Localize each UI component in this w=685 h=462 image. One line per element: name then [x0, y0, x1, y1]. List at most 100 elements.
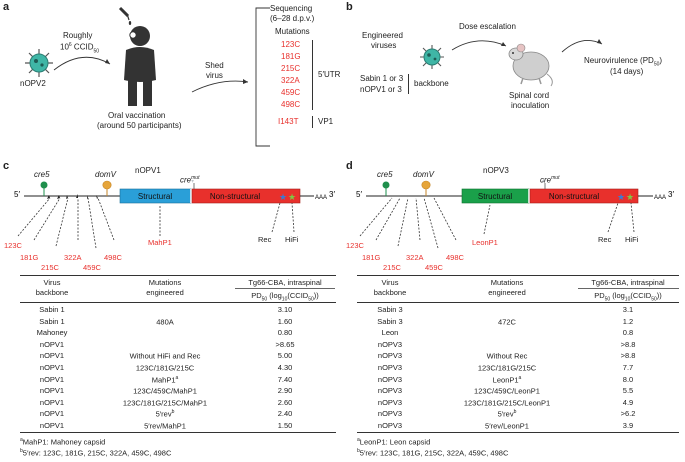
cell-backbone: nOPV3: [377, 409, 403, 419]
cell-pd50: 0.8: [622, 328, 634, 338]
cell-backbone: nOPV1: [39, 397, 65, 407]
svg-text:5′: 5′: [356, 190, 362, 199]
cell-mutation: 123C/181G/215C: [135, 363, 195, 373]
virus-name: nOPV2: [20, 79, 46, 88]
genome-title: nOPV1: [135, 166, 161, 175]
cell-backbone: Sabin 3: [377, 316, 403, 326]
svg-text:3′: 3′: [668, 190, 674, 199]
dose-escalation: Dose escalation: [459, 22, 516, 31]
col-mutations-header-1: Mutations: [490, 278, 524, 287]
cell-backbone: nOPV3: [377, 339, 403, 349]
neuro-line2: (14 days): [610, 67, 644, 76]
domv-label: domV: [413, 170, 434, 179]
cremut-label: cremut: [180, 175, 200, 185]
cremut-marker: ♆: [190, 180, 195, 185]
cell-backbone: nOPV1: [39, 374, 65, 384]
cell-mutation: 123C/181G/215C/MahP1: [122, 398, 208, 408]
footnote-b: b5′rev: 123C, 181G, 215C, 322A, 459C, 49…: [20, 448, 172, 458]
col-backbone-header-1: Virus: [381, 278, 399, 287]
mouse-icon: [508, 43, 553, 87]
cremut-marker: ♆: [541, 180, 546, 185]
domv-label: domV: [95, 170, 116, 179]
cell-pd50: 8.0: [622, 374, 634, 384]
cell-backbone: Mahoney: [36, 328, 68, 338]
spinal-line1: Spinal cord: [509, 91, 550, 100]
svg-text:AAA: AAA: [654, 195, 666, 201]
rec-star: ★: [617, 192, 625, 202]
cell-backbone: nOPV1: [39, 409, 65, 419]
utr-mutation: 181G: [20, 253, 39, 262]
person-icon: [118, 6, 156, 106]
cell-pd50: 2.60: [277, 397, 293, 407]
cell-mutation: 5′rev/LeonP1: [485, 421, 529, 431]
genome-diagram: 5′ Structural Non-structural ★ ★ ♆ AAA 3…: [356, 180, 674, 249]
cell-pd50: >8.8: [620, 339, 636, 349]
cell-pd50: 1.50: [277, 421, 293, 430]
hifi-star: ★: [288, 192, 296, 202]
mutation-item: 181G: [281, 52, 301, 61]
utr-mutation: 123C: [4, 241, 22, 250]
cell-pd50: >8.8: [620, 351, 636, 361]
utr-mutation: 322A: [406, 253, 424, 262]
cell-mutation: Without HiFi and Rec: [129, 351, 201, 361]
cell-pd50: 7.7: [622, 363, 634, 372]
cell-mutation: MahP1a: [151, 374, 179, 385]
cell-backbone: nOPV3: [377, 421, 403, 430]
virus-icon: [25, 49, 53, 77]
utr-mutation: 215C: [41, 263, 59, 272]
domv-marker: [421, 180, 431, 190]
cell-pd50: 5.00: [277, 351, 293, 361]
cell-mutation: 5′revb: [497, 409, 517, 419]
footnote-a: aMahP1: Mahoney capsid: [20, 437, 106, 447]
cell-backbone: nOPV3: [377, 374, 403, 384]
cell-pd50: 2.40: [277, 409, 293, 419]
utr-mutation: 181G: [362, 253, 381, 262]
cell-pd50: 5.5: [622, 386, 634, 396]
cell-mutation: LeonP1a: [492, 374, 522, 385]
col-backbone-header-1: Virus: [43, 278, 61, 287]
cell-pd50: 3.9: [622, 421, 634, 430]
five-prime: 5′: [14, 190, 20, 199]
footnote-a: aLeonP1: Leon capsid: [357, 437, 431, 447]
panel-b-label: b: [346, 1, 353, 13]
mutations-header: Mutations: [275, 27, 310, 36]
cell-backbone: nOPV1: [39, 421, 65, 430]
cre5-label: cre5: [34, 170, 50, 179]
table-header-rule: [357, 302, 679, 303]
capsid-label: MahP1: [148, 238, 172, 247]
cell-pd50: 1.60: [277, 316, 293, 326]
cell-pd50: 0.80: [277, 328, 293, 338]
utr-mutation: 215C: [383, 263, 401, 272]
utr-mutation: 123C: [346, 241, 364, 250]
col-pd50-subheader: PD50 (log10(CCID50)): [251, 291, 319, 303]
mutation-item: 123C: [281, 40, 301, 49]
hifi-label: HiFi: [285, 235, 299, 244]
cell-mutation: 480A: [156, 317, 174, 327]
utr-mutation: 322A: [64, 253, 82, 262]
cell-backbone: Sabin 1: [39, 305, 65, 314]
vaccination-line2: (around 50 participants): [97, 121, 182, 130]
engineered-line2: viruses: [371, 41, 397, 50]
vp1-mutation: I143T: [278, 117, 299, 126]
cell-backbone: nOPV1: [39, 351, 65, 361]
seq-bracket: [255, 7, 270, 147]
col-mutations-header-2: engineered: [146, 288, 184, 297]
cell-mutation: 123C/459C/MahP1: [133, 386, 197, 396]
cell-mutation: 5′revb: [155, 409, 175, 419]
shed-arrow: [191, 79, 249, 93]
footnote-b: b5′rev: 123C, 181G, 215C, 322A, 459C, 49…: [357, 448, 509, 458]
cell-pd50: 3.10: [277, 305, 293, 314]
col-mutations-header-1: Mutations: [148, 278, 182, 287]
dose-arrow: [53, 56, 111, 71]
cell-mutation: 123C/181G/215C: [477, 363, 537, 373]
cell-mutation: 472C: [498, 317, 516, 327]
cell-backbone: nOPV1: [39, 339, 65, 349]
cell-backbone: nOPV3: [377, 386, 403, 396]
table-header-rule: [20, 302, 336, 303]
cell-backbone: Leon: [381, 328, 399, 338]
cell-backbone: nOPV1: [39, 363, 65, 372]
table-bottom-rule: [20, 432, 336, 433]
shed-line1: Shed: [205, 61, 224, 70]
table-bottom-rule: [357, 432, 679, 433]
col-backbone-header-2: backbone: [35, 288, 69, 297]
